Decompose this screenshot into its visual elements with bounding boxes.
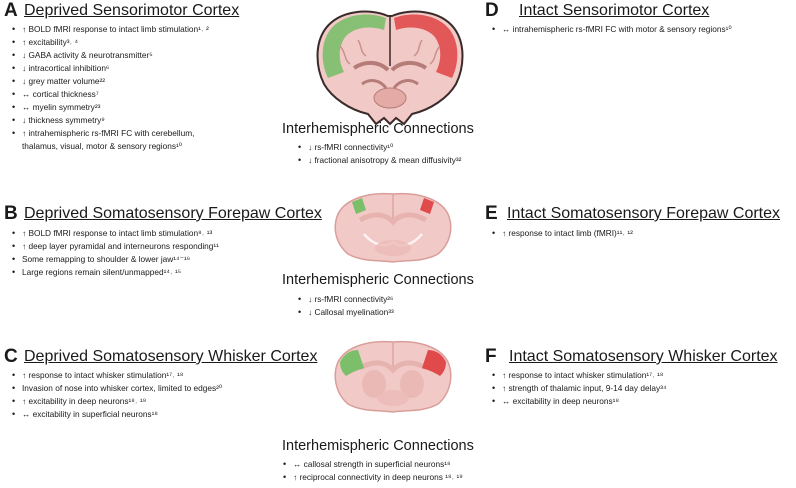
list-item: ↑ reciprocal connectivity in deep neuron… — [283, 471, 463, 484]
right-forepaw-cortex-intact — [420, 198, 434, 214]
panel-b-findings: ↑ BOLD fMRI response to intact limb stim… — [12, 227, 219, 279]
left-whisker-cortex-deprived — [340, 350, 364, 376]
panel-d-letter: D — [485, 0, 499, 21]
list-item: Invasion of nose into whisker cortex, li… — [12, 382, 222, 395]
right-cortex-intact — [394, 14, 458, 79]
list-item: ↔ excitability in superficial neurons¹⁸ — [12, 408, 222, 421]
panel-a-interhemispheric-findings: ↓ rs-fMRI connectivity¹⁰ ↓ fractional an… — [298, 141, 461, 167]
right-whisker-cortex-intact — [422, 350, 446, 376]
list-item: ↓ intracortical inhibition⁶ — [12, 62, 209, 75]
list-item: ↑ strength of thalamic input, 9-14 day d… — [492, 382, 667, 395]
list-item-continuation: thalamus, visual, motor & sensory region… — [22, 141, 183, 151]
panel-d-title: Intact Sensorimotor Cortex — [519, 2, 710, 19]
panel-e-findings: ↑ response to intact limb (fMRI)¹¹˒ ¹² — [492, 227, 633, 240]
list-item: ↑ response to intact whisker stimulation… — [492, 369, 667, 382]
list-item: ↓ GABA activity & neurotransmitter⁵ — [12, 49, 209, 62]
list-item: ↔ excitability in deep neurons¹⁸ — [492, 395, 667, 408]
list-item: Some remapping to shoulder & lower jaw¹⁴… — [12, 253, 219, 266]
brain-coronal-rodent-forepaw-illustration — [334, 192, 452, 263]
panel-c-letter: C — [4, 346, 18, 367]
panel-a-interhemispheric-title: Interhemispheric Connections — [282, 121, 474, 137]
panel-c-title: Deprived Somatosensory Whisker Cortex — [24, 348, 318, 365]
panel-f-letter: F — [485, 346, 497, 367]
list-item: ↓ thickness symmetry⁹ — [12, 114, 209, 127]
list-item: Large regions remain silent/unmapped¹⁴˒ … — [12, 266, 219, 279]
list-item: ↑ BOLD fMRI response to intact limb stim… — [12, 23, 209, 36]
list-item: ↓ fractional anisotropy & mean diffusivi… — [298, 154, 461, 167]
list-item: ↓ rs-fMRI connectivity¹⁰ — [298, 141, 461, 154]
brain-outline — [334, 340, 452, 413]
panel-b-title: Deprived Somatosensory Forepaw Cortex — [24, 205, 322, 222]
list-item: ↓ Callosal myelination³³ — [298, 306, 394, 319]
brain-coronal-primate-illustration — [316, 10, 464, 126]
list-item: ↔ cortical thickness⁷ — [12, 88, 209, 101]
list-item: ↑ excitability in deep neurons¹⁸˒ ¹⁹ — [12, 395, 222, 408]
panel-e-title: Intact Somatosensory Forepaw Cortex — [507, 205, 781, 222]
list-item: ↑ response to intact whisker stimulation… — [12, 369, 222, 382]
list-item: ↔ callosal strength in superficial neuro… — [283, 458, 463, 471]
list-item: ↑ excitability³˒ ⁴ — [12, 36, 209, 49]
panel-b-interhemispheric-findings: ↓ rs-fMRI connectivity²⁶ ↓ Callosal myel… — [298, 293, 394, 319]
list-item: ↓ grey matter volume²² — [12, 75, 209, 88]
list-item: ↑ intrahemispheric rs-fMRI FC with cereb… — [12, 127, 209, 140]
list-item: ↓ rs-fMRI connectivity²⁶ — [298, 293, 394, 306]
list-item: ↔ myelin symmetry²³ — [12, 101, 209, 114]
panel-f-findings: ↑ response to intact whisker stimulation… — [492, 369, 667, 408]
panel-a-title: Deprived Sensorimotor Cortex — [24, 2, 240, 19]
list-item: ↑ BOLD fMRI response to intact limb stim… — [12, 227, 219, 240]
panel-e-letter: E — [485, 203, 498, 224]
panel-c-findings: ↑ response to intact whisker stimulation… — [12, 369, 222, 421]
panel-b-letter: B — [4, 203, 18, 224]
panel-c-interhemispheric-title: Interhemispheric Connections — [282, 438, 474, 454]
left-cortex-deprived — [322, 14, 386, 79]
list-item: ↑ response to intact limb (fMRI)¹¹˒ ¹² — [492, 227, 633, 240]
list-item: ↑ deep layer pyramidal and interneurons … — [12, 240, 219, 253]
left-forepaw-cortex-deprived — [352, 198, 366, 214]
panel-b-interhemispheric-title: Interhemispheric Connections — [282, 272, 474, 288]
brain-outline — [316, 10, 464, 126]
panel-c-interhemispheric-findings: ↔ callosal strength in superficial neuro… — [283, 458, 463, 484]
list-item: ↔ intrahemispheric rs-fMRI FC with motor… — [492, 23, 732, 36]
panel-a-letter: A — [4, 0, 18, 21]
panel-d-findings: ↔ intrahemispheric rs-fMRI FC with motor… — [492, 23, 732, 36]
panel-a-findings: ↑ BOLD fMRI response to intact limb stim… — [12, 23, 209, 153]
brain-coronal-rodent-whisker-illustration — [334, 340, 452, 413]
panel-f-title: Intact Somatosensory Whisker Cortex — [509, 348, 778, 365]
